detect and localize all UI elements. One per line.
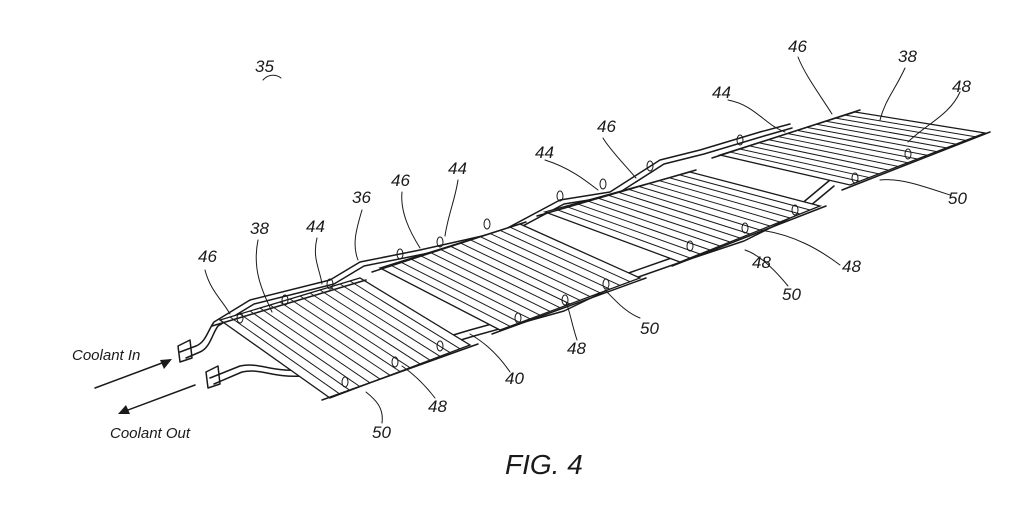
ref-label: 48: [428, 397, 447, 416]
ref-label: 44: [306, 217, 325, 236]
ref-label: 48: [842, 257, 861, 276]
coolant-out-label: Coolant Out: [110, 425, 191, 442]
coolant-in-label: Coolant In: [72, 347, 140, 364]
ref-label: 38: [250, 219, 269, 238]
ref-label: 46: [788, 37, 807, 56]
ref-label: 35: [255, 57, 274, 76]
coolant-out-arrow: [118, 385, 195, 414]
ref-label: 48: [752, 253, 771, 272]
ref-label: 40: [505, 369, 524, 388]
ref-label: 36: [352, 188, 371, 207]
ref-label: 50: [372, 423, 391, 442]
ref-label: 46: [198, 247, 217, 266]
inlet-fitting: [178, 340, 192, 362]
ref-label: 46: [391, 171, 410, 190]
ref-label: 44: [535, 143, 554, 162]
figure-title: FIG. 4: [505, 449, 583, 480]
ref-label: 44: [712, 83, 731, 102]
cooling-plate-4: [712, 110, 990, 190]
ref-label: 50: [948, 189, 967, 208]
ref-label: 48: [567, 339, 586, 358]
ref-label: 46: [597, 117, 616, 136]
ref-label: 48: [952, 77, 971, 96]
ref-label: 44: [448, 159, 467, 178]
ref-label: 50: [640, 319, 659, 338]
ref-label: 38: [898, 47, 917, 66]
ref-label: 50: [782, 285, 801, 304]
